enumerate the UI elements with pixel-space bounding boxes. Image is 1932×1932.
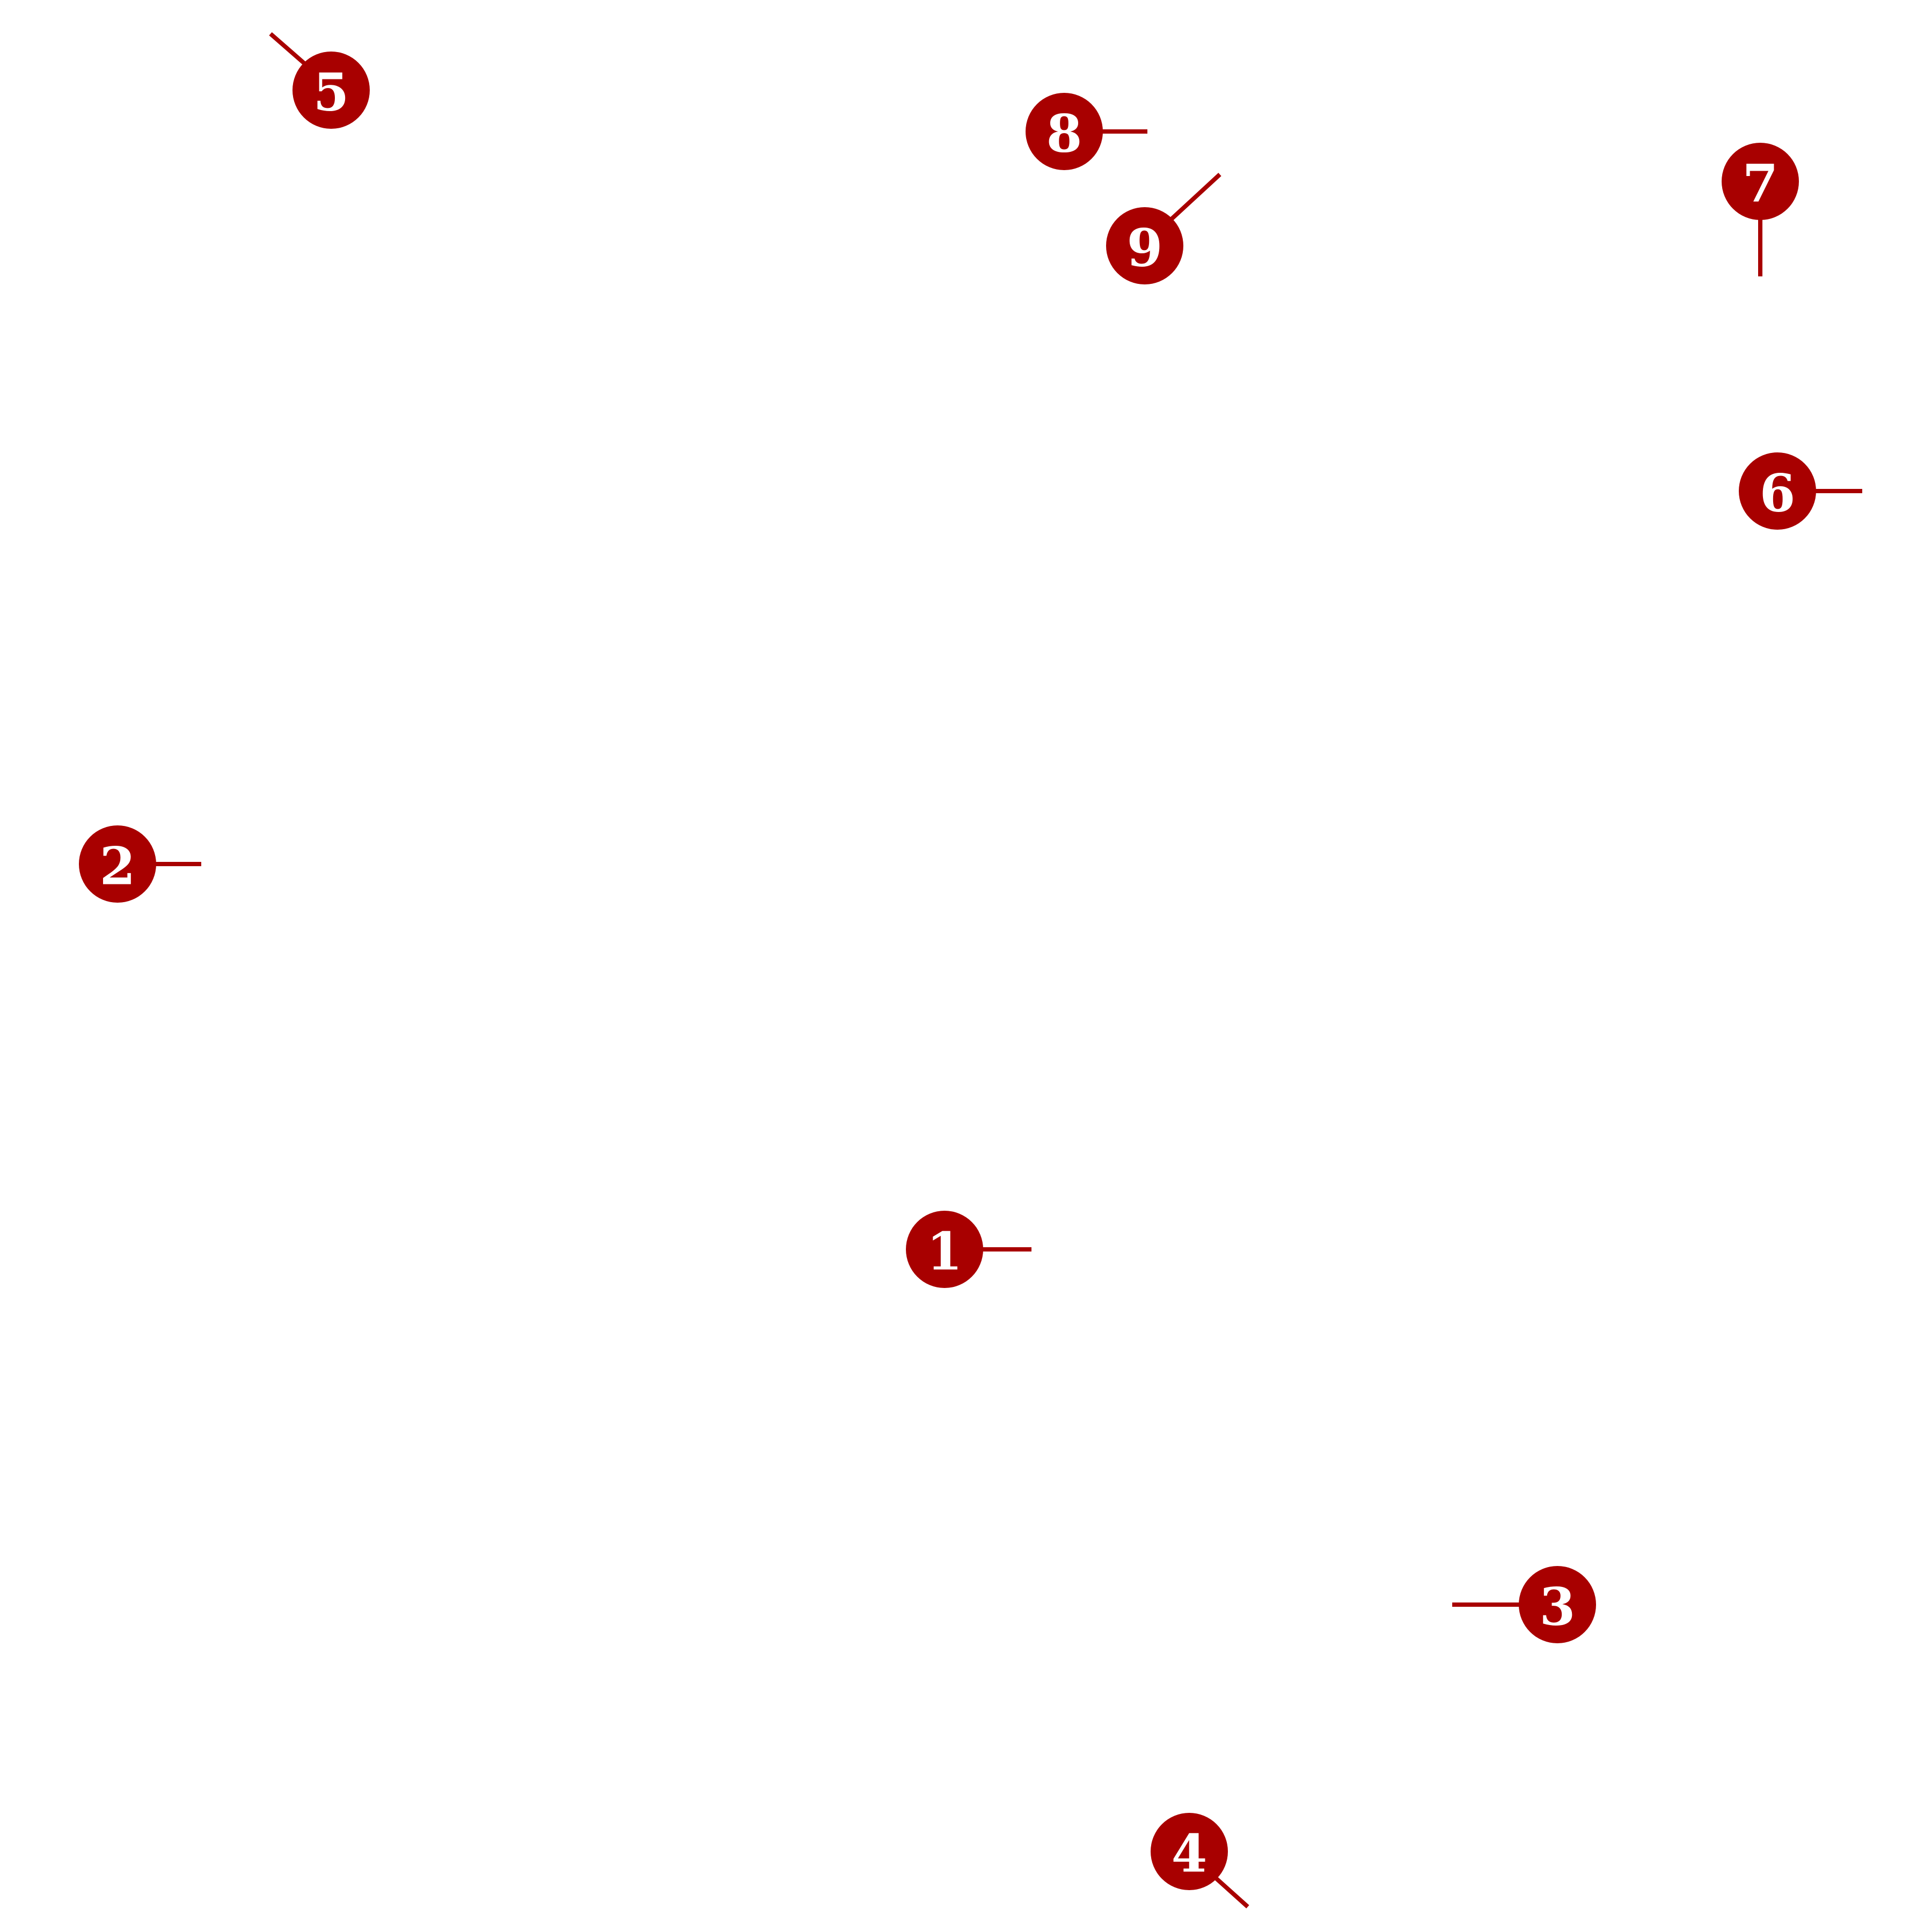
markers-layer: 1 2 3 4 5 6 7 89	[79, 32, 1862, 1908]
marker-number-7: 7	[1743, 153, 1779, 214]
leader-line-4	[1214, 1877, 1249, 1908]
callout-marker-6: 6	[1739, 452, 1862, 530]
marker-number-2: 2	[100, 836, 136, 897]
callout-marker-4: 4	[1151, 1813, 1249, 1908]
callout-marker-1: 1	[906, 1211, 1031, 1288]
callout-marker-8: 8	[1026, 93, 1147, 170]
marker-number-4: 4	[1172, 1824, 1208, 1884]
marker-number-8: 8	[1046, 104, 1082, 164]
marker-number-6: 6	[1760, 463, 1796, 524]
marker-circle-3	[1519, 1566, 1596, 1643]
marker-number-5: 5	[313, 62, 349, 123]
callout-marker-5: 5	[269, 32, 370, 129]
marker-circle-5	[292, 52, 370, 129]
marker-circle-7	[1722, 143, 1799, 220]
leader-line-9	[1170, 173, 1221, 221]
marker-circle-1	[906, 1211, 983, 1288]
leader-line-5	[269, 32, 306, 65]
callout-marker-2: 2	[79, 825, 201, 903]
marker-number-9: 9	[1127, 218, 1163, 279]
marker-number-1: 1	[927, 1221, 963, 1282]
marker-number-3: 3	[1540, 1577, 1576, 1637]
marker-circle-6	[1739, 452, 1816, 530]
marker-circle-4	[1151, 1813, 1228, 1890]
marker-circle-2	[79, 825, 156, 903]
marker-circle-9	[1106, 207, 1183, 284]
callout-marker-3: 3	[1452, 1566, 1596, 1643]
marker-circle-8	[1026, 93, 1103, 170]
callout-marker-9: 9	[1106, 173, 1221, 284]
callout-marker-7: 7	[1722, 143, 1799, 276]
